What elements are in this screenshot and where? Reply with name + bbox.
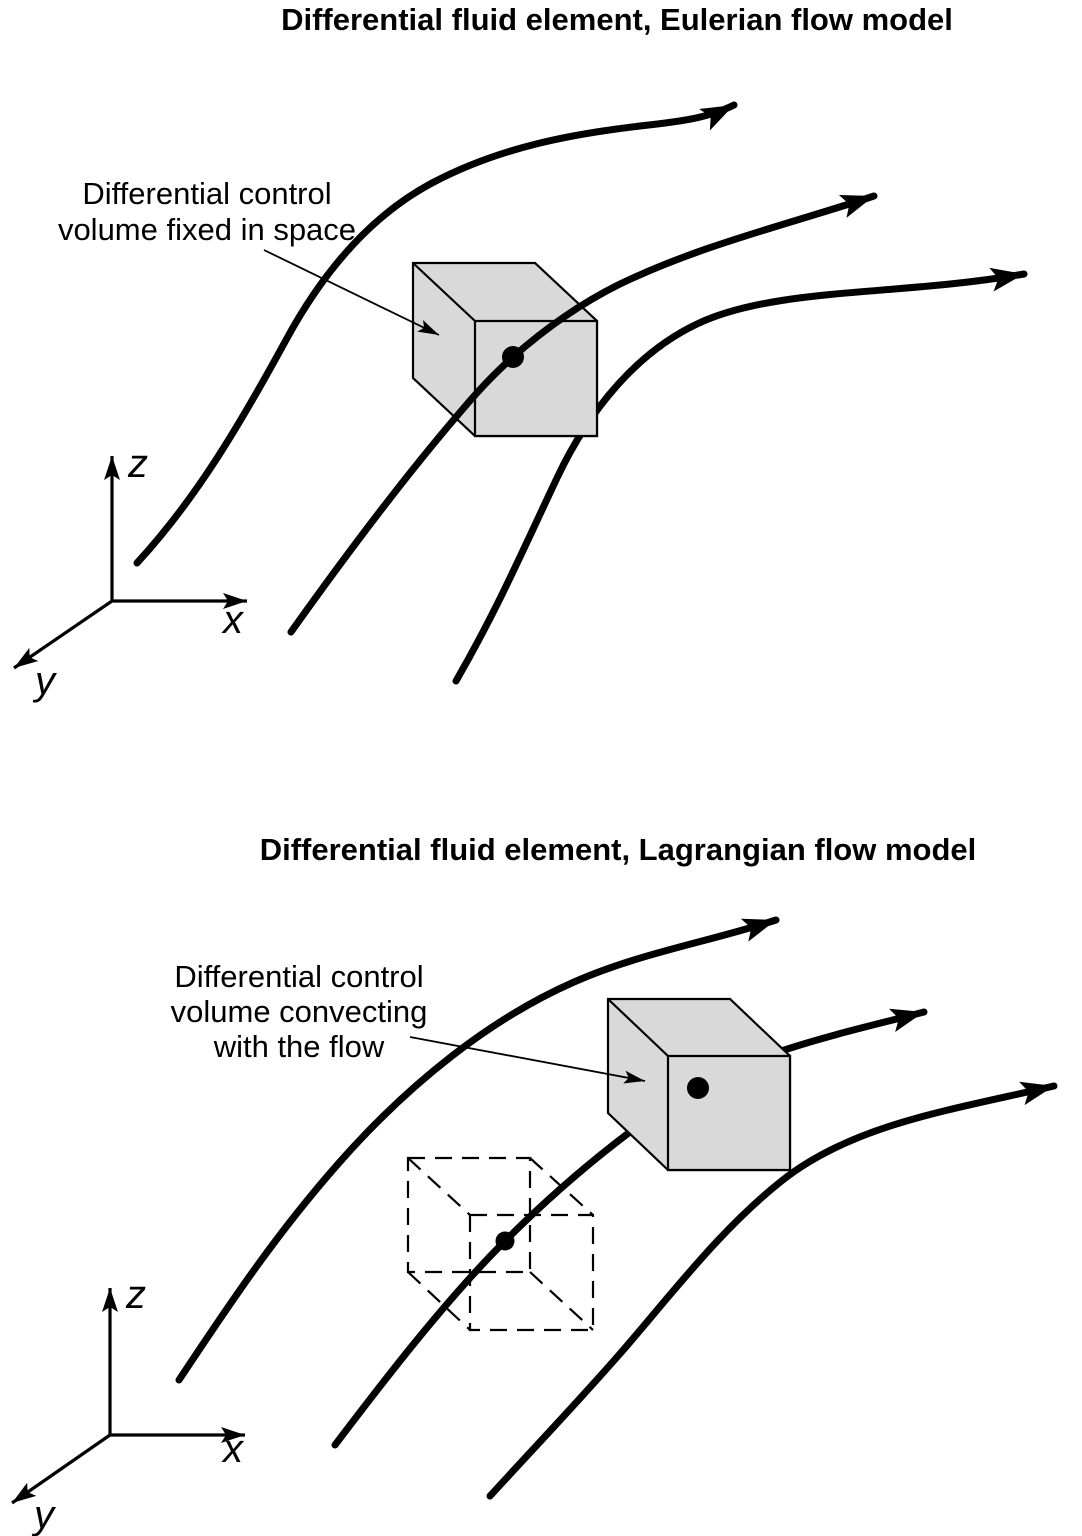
dashed-cube-edge-bottom-left <box>407 1271 471 1331</box>
lagrangian-leader-arrow <box>409 1036 646 1084</box>
lagrangian-title: Differential fluid element, Lagrangian f… <box>260 832 977 867</box>
lagrangian-label-line3: with the flow <box>213 1029 385 1064</box>
lagrangian-streamline-middle <box>331 1008 928 1449</box>
eulerian-coordinate-axes: z x y <box>13 442 247 703</box>
dashed-cube-edge-top-left <box>407 1157 471 1216</box>
z-axis-label: z <box>125 1273 146 1317</box>
y-axis <box>11 1433 111 1505</box>
lagrangian-diagram: Differential fluid element, Lagrangian f… <box>11 832 1058 1536</box>
y-axis-label: y <box>31 1493 57 1536</box>
eulerian-title: Differential fluid element, Eulerian flo… <box>281 2 953 37</box>
eulerian-fluid-element-point <box>502 346 524 368</box>
x-axis-label: x <box>221 598 245 642</box>
lagrangian-coordinate-axes: z x y <box>11 1273 245 1536</box>
cube-top-left-edge <box>412 262 476 322</box>
lagrangian-label-line2: volume convecting <box>171 994 428 1029</box>
eulerian-streamline-top <box>133 101 738 567</box>
eulerian-label-line2: volume fixed in space <box>58 212 356 247</box>
lagrangian-streamline-bottom <box>486 1081 1058 1500</box>
lagrangian-callout: Differential control volume convecting w… <box>171 959 646 1084</box>
lagrangian-label-line1: Differential control <box>174 959 423 994</box>
eulerian-callout: Differential control volume fixed in spa… <box>58 176 440 336</box>
eulerian-leader-arrow <box>263 249 440 336</box>
eulerian-diagram: Differential fluid element, Eulerian flo… <box>13 2 1028 703</box>
lagrangian-streamline-top <box>175 916 780 1384</box>
lagrangian-control-volume-cube <box>606 997 792 1172</box>
lagrangian-initial-element-point <box>495 1231 515 1251</box>
z-axis-label: z <box>127 442 148 486</box>
eulerian-label-line1: Differential control <box>82 176 331 211</box>
eulerian-streamline-bottom <box>452 267 1028 685</box>
cube-top-left-edge <box>607 998 669 1057</box>
y-axis-label: y <box>32 659 58 703</box>
cube-front-face <box>666 1054 792 1172</box>
x-axis-label: x <box>221 1427 245 1471</box>
dashed-cube-edge-bottom-right <box>529 1271 594 1331</box>
y-axis <box>13 599 113 670</box>
lagrangian-fluid-element-point <box>687 1077 709 1099</box>
